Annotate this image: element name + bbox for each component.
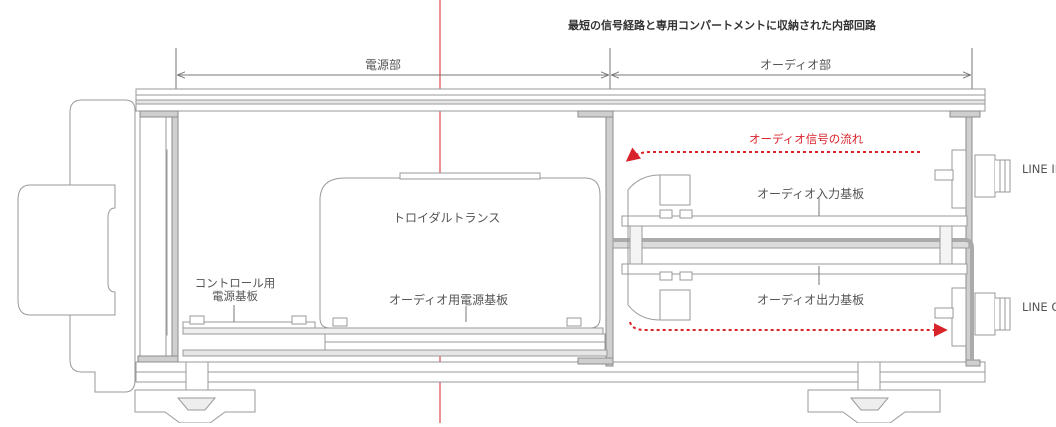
toroidal-transformer-label: トロイダルトランス (393, 211, 501, 225)
audio-section-label: オーディオ部 (760, 58, 832, 72)
line-in-label: LINE IN (1022, 162, 1056, 176)
power-section-label: 電源部 (365, 58, 402, 72)
foot-right (807, 361, 941, 424)
signal-flow-label: オーディオ信号の流れ (749, 132, 864, 146)
audio-boards (612, 209, 974, 360)
line-out-jack (934, 287, 1011, 347)
top-cover (135, 88, 986, 112)
audio-output-board-label: オーディオ出力基板 (757, 293, 865, 307)
diagram-title: 最短の信号経路と専用コンパートメントに収納された内部回路 (568, 19, 876, 32)
internal-connectors (627, 174, 691, 321)
bottom-chassis (135, 361, 986, 383)
audio-input-board-label: オーディオ入力基板 (757, 187, 865, 201)
dimension-lines (175, 48, 973, 108)
line-in-jack (934, 149, 1011, 209)
toroidal-transformer (319, 172, 601, 329)
compartment-walls (137, 110, 981, 367)
pointer-lines (233, 198, 820, 322)
audio-power-board-label: オーディオ用電源基板 (389, 293, 509, 307)
front-panel (17, 99, 168, 393)
foot-left (134, 361, 256, 424)
signal-flow-arrows (625, 147, 948, 337)
power-boards (182, 315, 608, 357)
line-out-label: LINE OUT (1022, 300, 1056, 314)
control-power-board-label: コントロール用電源基板 (194, 276, 276, 303)
